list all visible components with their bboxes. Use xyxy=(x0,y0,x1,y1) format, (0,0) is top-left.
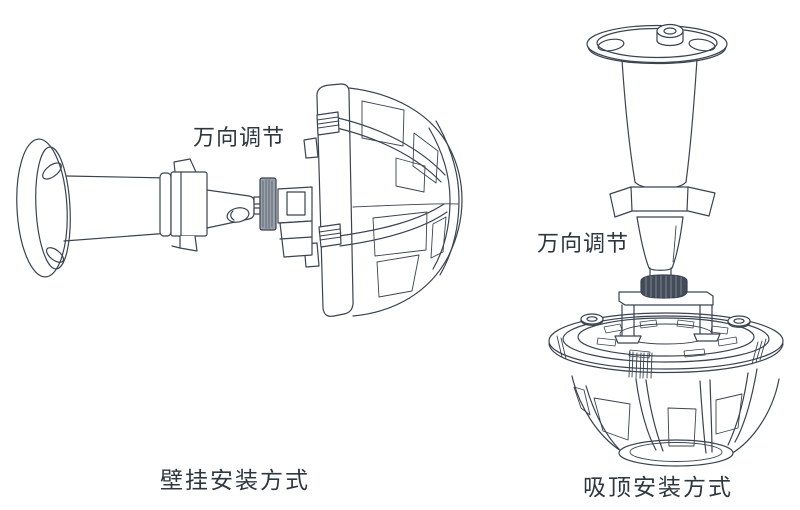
siren-dome-side xyxy=(316,83,463,317)
gimbal-collar xyxy=(170,158,208,252)
gimbal-adjust-label-wall: 万向调节 xyxy=(193,126,286,151)
dome-mount-block xyxy=(277,137,320,268)
ceiling-mount-caption: 吸顶安装方式 xyxy=(583,475,733,501)
mount-arm xyxy=(63,172,172,242)
vent-slots xyxy=(596,319,738,359)
ceiling-mount-diagram xyxy=(548,23,784,467)
wall-mount-caption: 壁挂安装方式 xyxy=(160,468,310,494)
screw-slot-right xyxy=(688,38,716,52)
gimbal-cone xyxy=(636,216,684,280)
ceiling-column xyxy=(621,58,698,190)
yoke-bracket xyxy=(614,291,721,344)
screw-post-right xyxy=(727,315,751,327)
wall-mount-diagram xyxy=(16,83,463,317)
gimbal-shaft xyxy=(206,189,261,229)
siren-dome-top xyxy=(548,312,784,467)
gimbal-wing-flange xyxy=(609,186,716,218)
safety-clip xyxy=(226,207,250,223)
knurled-knob xyxy=(259,177,277,231)
knurled-ring xyxy=(640,274,688,299)
wall-plate xyxy=(16,138,71,278)
ceiling-plate xyxy=(586,23,728,65)
screw-slot-left xyxy=(597,38,625,52)
screw-post-left xyxy=(580,313,604,325)
gimbal-adjust-label-ceiling: 万向调节 xyxy=(537,232,630,257)
center-screw-boss xyxy=(656,23,684,39)
